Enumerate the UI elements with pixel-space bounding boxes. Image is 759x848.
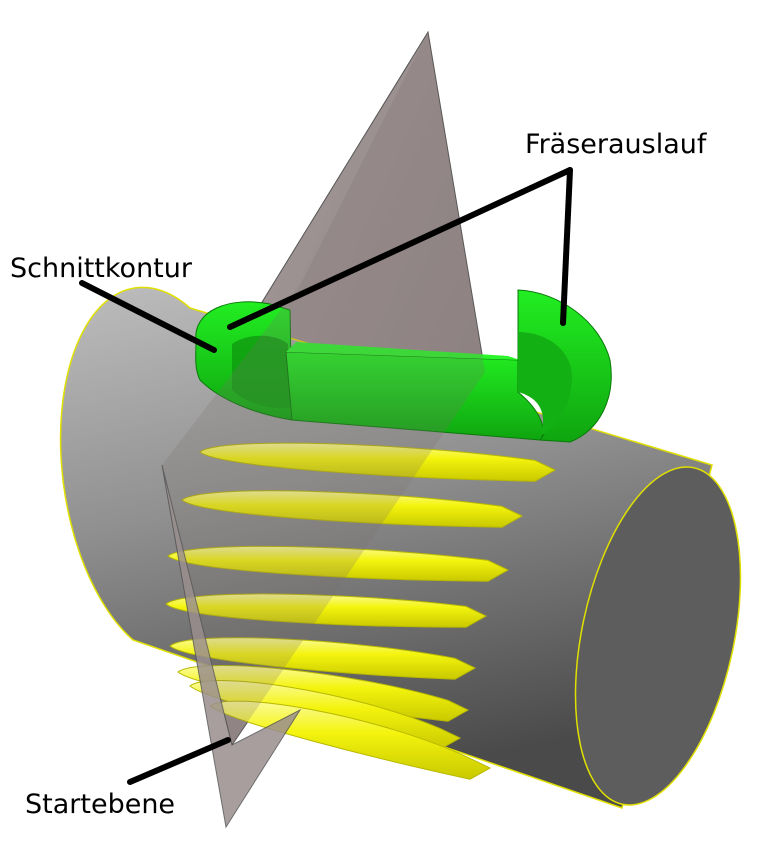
- helical-groove: [181, 490, 524, 528]
- start-plane-overlay: [162, 32, 485, 745]
- leader-cut-contour: [79, 280, 217, 353]
- helical-groove: [169, 637, 477, 680]
- cutter-center-top: [286, 342, 520, 360]
- start-plane-front: [161, 464, 302, 829]
- leader-start-plane: [127, 737, 231, 785]
- leader-lines: [79, 167, 573, 785]
- leader-cutter-runout-right: [560, 167, 573, 326]
- helical-groove: [199, 442, 557, 482]
- helical-groove: [165, 593, 488, 628]
- label-start-plane: Startebene: [25, 789, 175, 820]
- cutter-right-inner: [518, 332, 573, 436]
- helical-groove: [167, 545, 510, 582]
- label-cut-contour: Schnittkontur: [10, 253, 193, 284]
- cutter-left-inner: [232, 335, 290, 409]
- shaft-end-face: [574, 466, 742, 806]
- label-cutter-runout: Fräserauslauf: [525, 129, 708, 160]
- cutter-runout-body: [195, 289, 612, 443]
- leader-cutter-runout-left: [227, 167, 573, 330]
